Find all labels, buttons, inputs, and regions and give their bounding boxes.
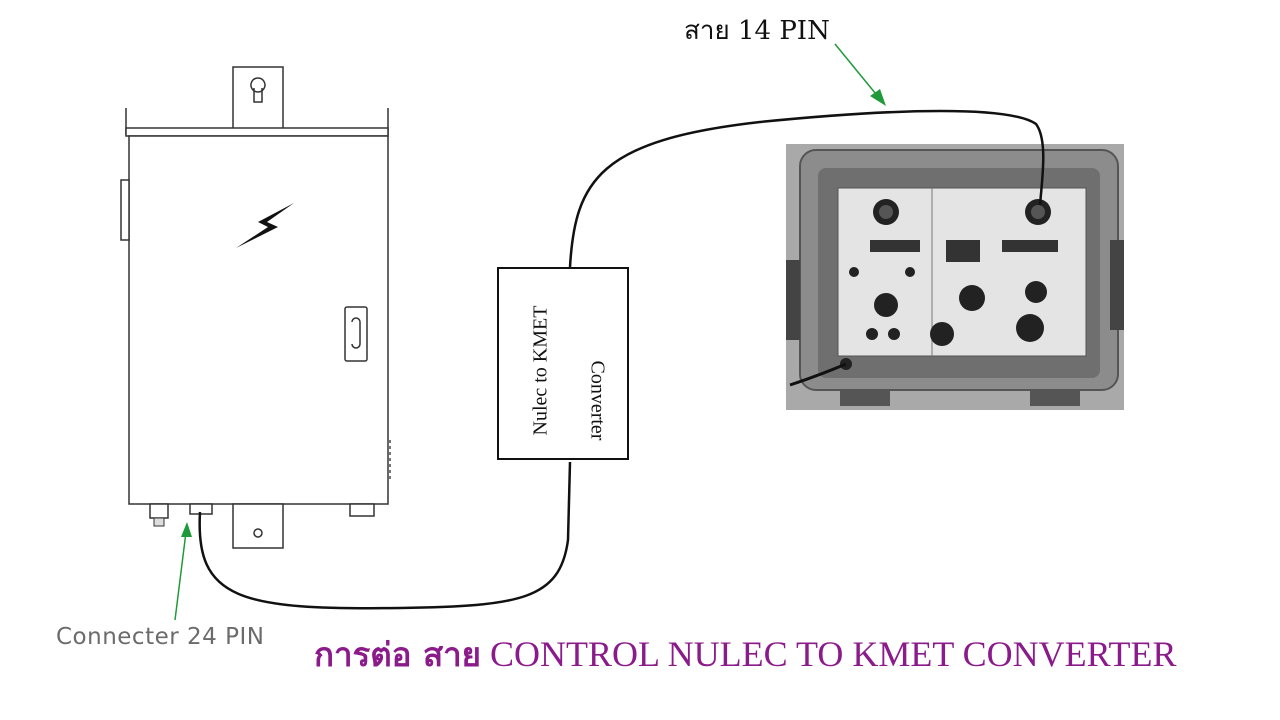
title-english: CONTROL NULEC TO KMET CONVERTER <box>480 634 1177 674</box>
converter-box <box>497 267 629 460</box>
diagram-title: การต่อ สาย CONTROL NULEC TO KMET CONVERT… <box>314 628 1177 681</box>
title-thai: การต่อ สาย <box>314 635 481 674</box>
cable-24pin <box>198 461 572 610</box>
cable-14pin <box>568 109 1045 268</box>
cable-14pin-label: สาย 14 PIN <box>684 16 830 46</box>
converter-label-line2: Converter <box>586 360 609 441</box>
lightning-icon <box>236 203 294 248</box>
test-set-device <box>786 144 1124 410</box>
arrow-14pin <box>834 43 886 106</box>
converter-label-line1: Nulec to KMET <box>529 305 552 436</box>
arrow-24pin <box>174 522 192 621</box>
connector-24pin-label: Connecter 24 PIN <box>56 624 265 650</box>
control-cabinet <box>120 66 391 549</box>
